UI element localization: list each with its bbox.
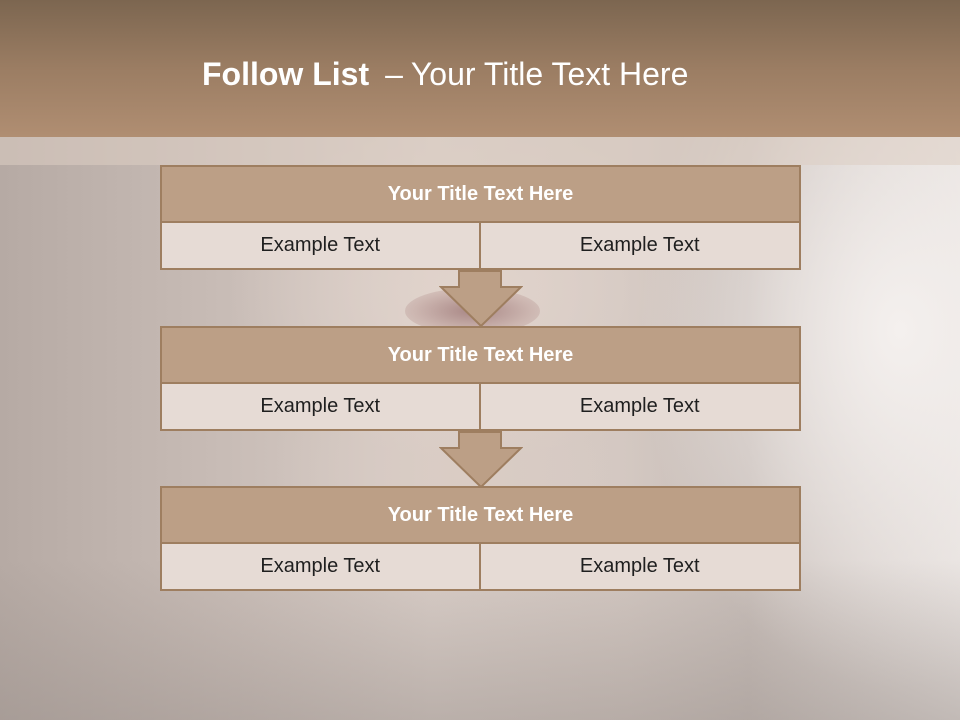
- block-title: Your Title Text Here: [160, 326, 801, 384]
- block-title: Your Title Text Here: [160, 165, 801, 223]
- flow-block-1: Your Title Text Here Example Text Exampl…: [160, 165, 801, 270]
- title-separator: –: [385, 56, 403, 92]
- header-strip: [0, 137, 960, 165]
- slide-title: Follow List–Your Title Text Here: [202, 56, 688, 93]
- flow-block-3: Your Title Text Here Example Text Exampl…: [160, 486, 801, 591]
- block-row: Example Text Example Text: [160, 221, 801, 270]
- block-cell-right: Example Text: [478, 542, 801, 591]
- block-title: Your Title Text Here: [160, 486, 801, 544]
- title-rest: Your Title Text Here: [410, 56, 689, 92]
- flow-block-2: Your Title Text Here Example Text Exampl…: [160, 326, 801, 431]
- header-band: [0, 0, 960, 137]
- block-cell-left: Example Text: [160, 382, 481, 431]
- block-row: Example Text Example Text: [160, 542, 801, 591]
- block-cell-right: Example Text: [478, 382, 801, 431]
- block-cell-left: Example Text: [160, 542, 481, 591]
- title-bold: Follow List: [202, 56, 370, 92]
- block-row: Example Text Example Text: [160, 382, 801, 431]
- block-cell-right: Example Text: [478, 221, 801, 270]
- block-cell-left: Example Text: [160, 221, 481, 270]
- down-arrow-icon: [439, 270, 523, 328]
- down-arrow-icon: [439, 431, 523, 489]
